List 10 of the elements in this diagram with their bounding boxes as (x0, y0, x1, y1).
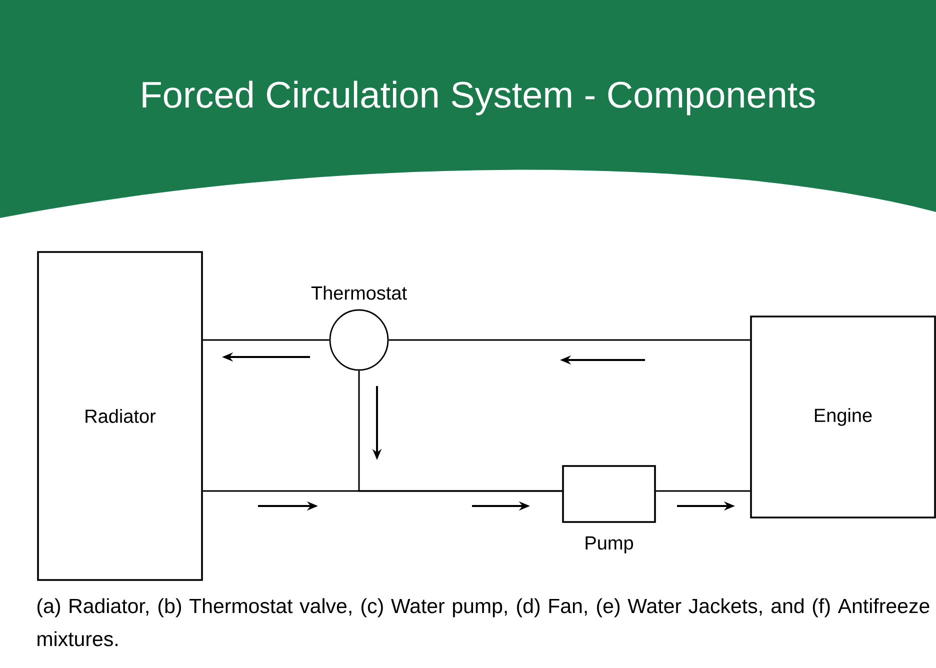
pipe-line (388, 339, 750, 341)
component-label: Pump (586, 536, 634, 554)
component-box: Radiator (37, 251, 203, 581)
component-label: Thermostat (311, 286, 407, 300)
pipe-line (202, 490, 562, 492)
component-box: Engine (750, 316, 936, 518)
pipe-line (202, 339, 330, 341)
title: Forced Circulation System - Components (142, 80, 815, 116)
pipe-line (656, 490, 750, 492)
caption: (a) Radiator, (b) Thermostat valve, (c) Water pump, (d) Fan, (e) Water Jackets, and (f) Antifreeze mixtures. (37, 598, 930, 646)
